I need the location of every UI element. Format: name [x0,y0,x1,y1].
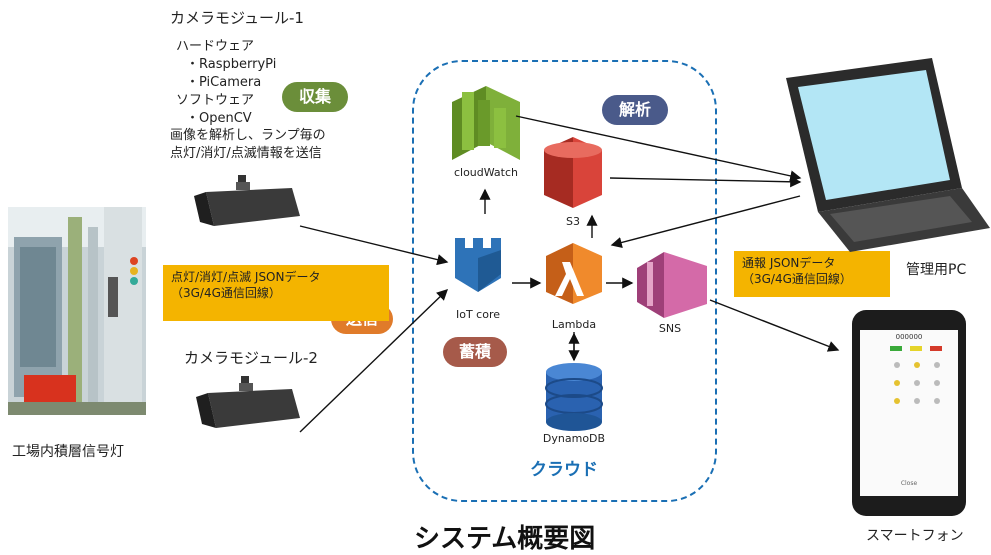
cloudwatch-icon [452,86,520,160]
phone-status-row [866,346,952,352]
factory-photo [8,207,146,415]
module1-hw-item1: ・RaspberryPi [186,57,277,72]
cloud-label: クラウド [530,460,598,480]
phone-grid [866,358,952,410]
arrow-sns-to-phone [709,299,840,352]
notify-data-box: 通報 JSONデータ （3G/4G通信回線） [734,251,890,297]
badge-store: 蓄積 [443,337,507,367]
badge-collect: 収集 [282,82,348,112]
cloud-region [412,60,717,502]
phone-screen: 000000 Close [860,330,958,496]
module1-desc2: 点灯/消灯/点滅情報を送信 [170,146,322,161]
smartphone: 000000 Close [852,310,966,516]
camera-1-icon [194,175,300,226]
factory-photo-graphic [8,207,146,415]
iot-core-icon [455,238,501,292]
arrow-camera1-to-iot [299,225,449,266]
module1-hw-heading: ハードウェア [176,39,255,54]
module1-sw-item1: ・OpenCV [186,111,252,126]
s3-label: S3 [566,215,580,228]
arrow-s3-to-pc [609,176,802,188]
arrow-pc-to-lambda [610,195,801,248]
send-data-box: 点灯/消灯/点滅 JSONデータ （3G/4G通信回線） [163,265,389,321]
module1-hw-item2: ・PiCamera [186,75,262,90]
notify-box-line2: （3G/4G通信回線） [742,272,852,286]
iot-core-label: IoT core [455,308,501,321]
dynamodb-label: DynamoDB [542,432,606,445]
lambda-icon [546,243,602,304]
dynamodb-icon [545,363,603,431]
diagram-title: システム概要図 [414,524,596,554]
laptop-icon [786,58,990,252]
phone-screen-footer[interactable]: Close [900,480,918,487]
sns-label: SNS [658,322,682,335]
lambda-label: Lambda [551,318,597,331]
s3-icon [544,137,602,208]
module1-sw-heading: ソフトウェア [176,93,255,108]
camera-2-icon [196,376,300,428]
module1-desc1: 画像を解析し、ランプ毎の [170,128,326,143]
module1-title: カメラモジュール-1 [170,9,304,27]
sns-icon [637,252,707,318]
arrow-cloudwatch-to-pc [515,115,802,182]
pc-label: 管理用PC [906,262,967,278]
arrow-camera2-to-iot [299,289,449,433]
badge-analyze: 解析 [602,95,668,125]
send-box-line2: （3G/4G通信回線） [171,286,281,300]
module2-title: カメラモジュール-2 [184,349,318,367]
factory-label: 工場内積層信号灯 [12,444,124,460]
notify-box-line1: 通報 JSONデータ [742,256,836,270]
send-box-line1: 点灯/消灯/点滅 JSONデータ [171,270,321,284]
phone-label: スマートフォン [866,528,964,544]
phone-screen-header: 000000 [895,333,923,341]
cloudwatch-label: cloudWatch [453,166,519,179]
